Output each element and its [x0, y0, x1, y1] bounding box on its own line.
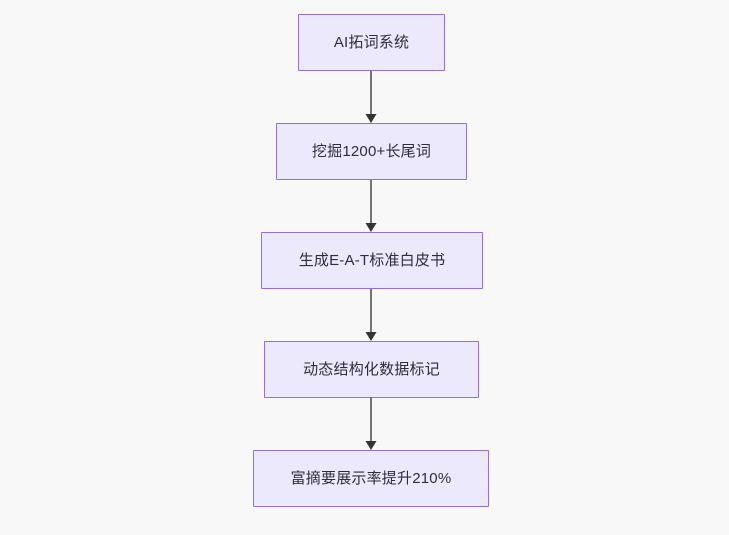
flowchart-arrow-down-icon — [358, 397, 384, 450]
flowchart-node-mine-longtail-keywords[interactable]: 挖掘1200+长尾词 — [276, 123, 467, 180]
flowchart-node-ai-keyword-system[interactable]: AI拓词系统 — [298, 14, 445, 71]
flowchart-node-generate-eat-whitepaper[interactable]: 生成E-A-T标准白皮书 — [261, 232, 483, 289]
node-label: 挖掘1200+长尾词 — [311, 142, 432, 160]
flowchart-arrow-down-icon — [358, 289, 384, 341]
node-label: 生成E-A-T标准白皮书 — [298, 251, 446, 269]
flowchart-node-rich-snippet-impression-lift[interactable]: 富摘要展示率提升210% — [253, 450, 489, 507]
node-label: AI拓词系统 — [333, 33, 410, 51]
node-label: 富摘要展示率提升210% — [290, 469, 452, 487]
flowchart-arrow-down-icon — [358, 180, 384, 232]
flowchart-arrow-down-icon — [358, 71, 384, 123]
flowchart-node-dynamic-structured-data-markup[interactable]: 动态结构化数据标记 — [264, 341, 479, 398]
node-label: 动态结构化数据标记 — [303, 360, 440, 378]
